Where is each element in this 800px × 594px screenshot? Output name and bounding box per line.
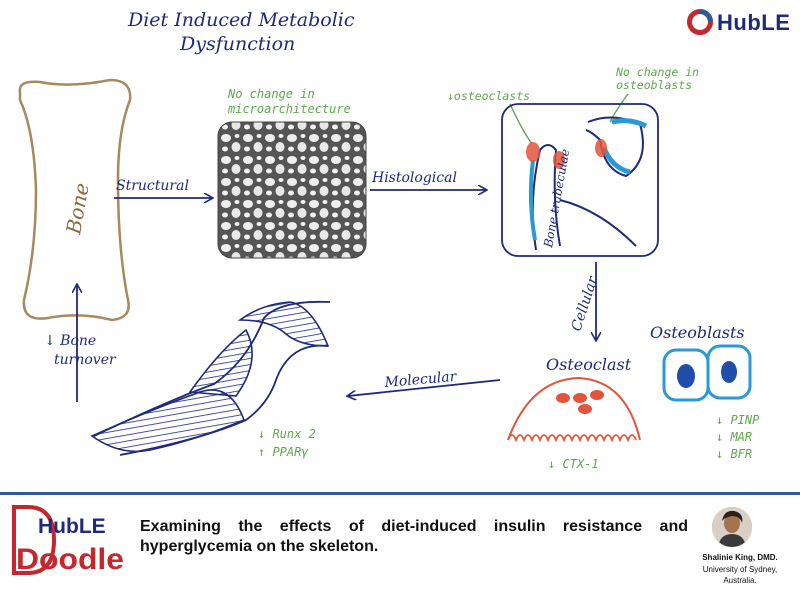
- osteoblasts-title: Osteoblasts: [650, 323, 745, 342]
- bone-turnover-line1: ↓ Bone: [44, 333, 96, 349]
- osteoblast-nucleus-2: [721, 361, 737, 383]
- dna-backbone-1: [93, 300, 331, 437]
- osteoclast-cell: [507, 376, 641, 441]
- osteoblast-marker-1: ↓ PINP: [716, 413, 760, 427]
- bone-label: Bone: [61, 181, 94, 237]
- hubLE-brand-le: LE: [761, 10, 791, 35]
- ctx-marker: ↓ CTX-1: [548, 457, 599, 471]
- bone-trabecula-3: [559, 199, 637, 247]
- dna-strand-hatched-lower: [90, 389, 246, 453]
- footer: HubLE Doodle Examining the effects of di…: [0, 495, 800, 594]
- diagram-canvas: Diet Induced Metabolic Dysfunction Bone …: [18, 9, 760, 471]
- hubLE-brand: HubLE: [686, 6, 796, 42]
- hubLE-logo-icon: [687, 9, 713, 35]
- histology-panel: [501, 103, 659, 257]
- dna-backbone-2: [119, 344, 329, 456]
- histological-label: Histological: [371, 170, 457, 186]
- no-change-osteoblasts-line2: osteoblasts: [616, 78, 692, 92]
- hubLE-brand-hub: Hub: [717, 10, 762, 35]
- osteoclast-cell-1: [526, 142, 540, 162]
- bone-shape: [18, 78, 132, 322]
- osteoblast-pointer: [609, 93, 629, 123]
- osteoblast-lining-3: [611, 118, 648, 129]
- osteoclast-pointer: [509, 103, 533, 145]
- osteoblast-lining-1: [528, 159, 537, 241]
- molecular-marker-1: ↓ Runx 2: [258, 427, 316, 441]
- osteoclast-cell-2: [553, 151, 565, 169]
- bone-trabeculae-label: Bone trabeculae: [541, 148, 572, 250]
- molecular-label: Molecular: [383, 369, 458, 391]
- hubLE-brand-text: HubLE: [717, 10, 790, 36]
- osteoclast-nucleus-3: [590, 390, 604, 400]
- author-photo-icon: [712, 507, 752, 547]
- osteoclast-title: Osteoclast: [546, 355, 632, 374]
- molecular-marker-2: ↑ PPARγ: [258, 445, 309, 459]
- osteoblast-marker-3: ↓ BFR: [716, 447, 752, 461]
- diagram-title-line2: Dysfunction: [179, 33, 295, 55]
- no-change-micro-line2: microarchitecture: [227, 102, 351, 116]
- author-affiliation-line2: Australia.: [723, 576, 757, 585]
- osteoclasts-down-label: ↓osteoclasts: [447, 89, 530, 103]
- hubLE-doodle-logo: HubLE Doodle: [12, 505, 124, 576]
- footer-divider: [0, 492, 800, 495]
- no-change-osteoblasts-line1: No change in: [615, 65, 699, 79]
- osteoblast-marker-2: ↓ MAR: [716, 430, 752, 444]
- bone-turnover-line2: turnover: [54, 352, 117, 368]
- diagram-title-line1: Diet Induced Metabolic: [127, 9, 355, 31]
- author-name: Shalinie King, DMD.: [702, 553, 778, 562]
- author-affiliation-line1: University of Sydney,: [702, 565, 778, 574]
- dna-strand-hatched-middle: [188, 328, 253, 397]
- osteoclast-nucleus-2: [573, 393, 587, 403]
- osteoclast-cell-3: [595, 139, 607, 157]
- osteoclast-nucleus-4: [578, 404, 592, 414]
- osteoblast-nucleus-1: [677, 364, 695, 388]
- no-change-micro-line1: No change in: [227, 87, 315, 101]
- osteoclast-ruffled-border: [507, 434, 637, 443]
- structural-label: Structural: [116, 178, 189, 194]
- osteoblast-lining-2: [601, 147, 631, 175]
- logo-doodle-text: Doodle: [16, 543, 124, 576]
- molecular-arrow: [348, 379, 501, 396]
- doodle-caption: Examining the effects of diet-induced in…: [140, 518, 688, 555]
- logo-hub-text: HubLE: [38, 515, 106, 538]
- trabecular-microarchitecture: [217, 121, 367, 259]
- osteoclast-nucleus-1: [556, 393, 570, 403]
